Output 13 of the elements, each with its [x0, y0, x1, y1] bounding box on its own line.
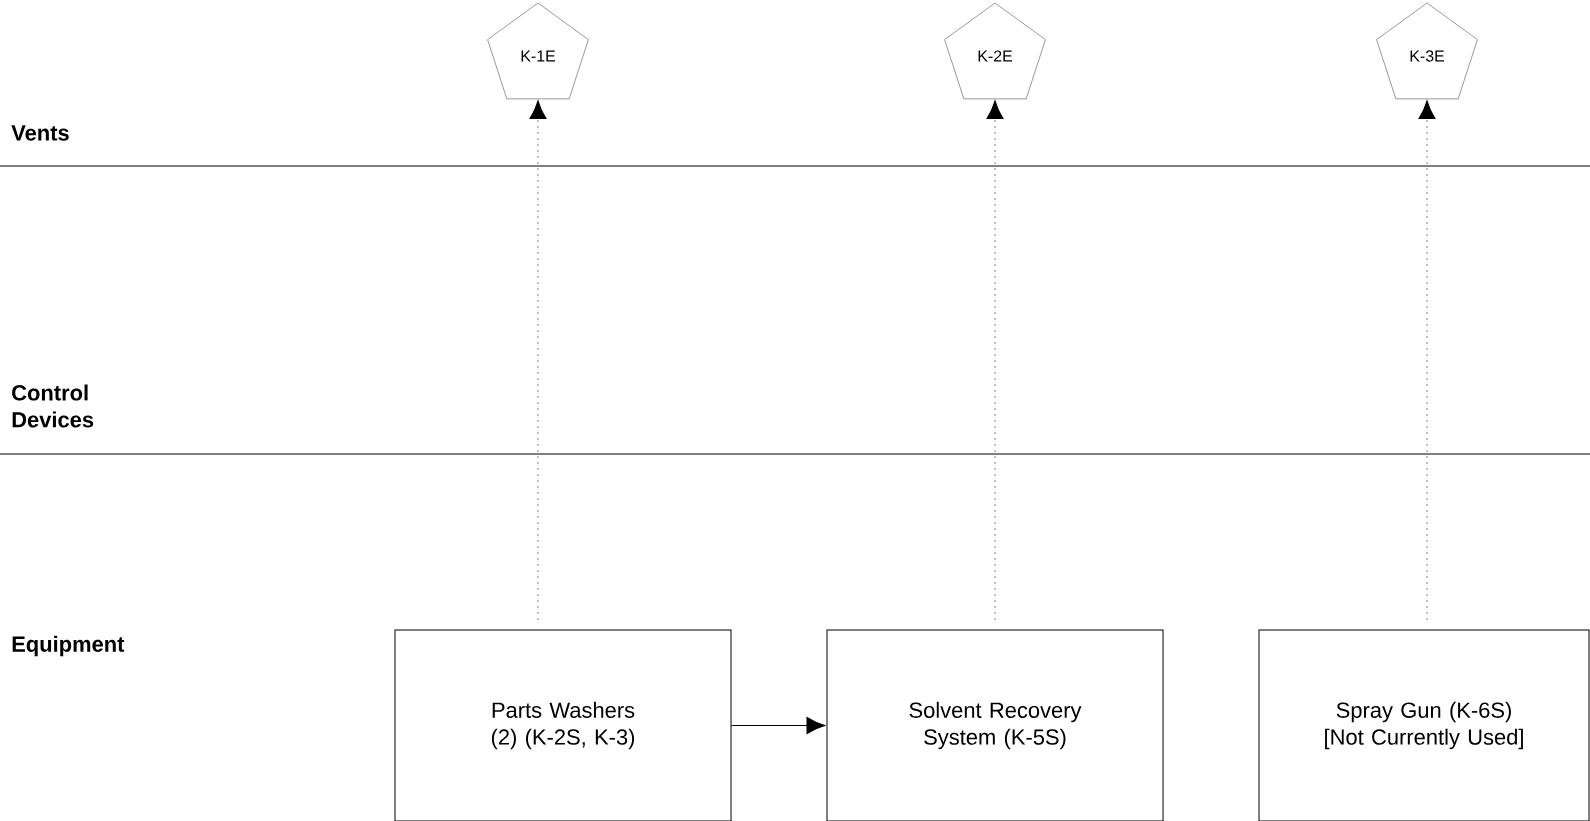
arrow: [529, 100, 547, 620]
vent-pentagon: K-1E: [487, 2, 589, 100]
row-label: Equipment: [12, 635, 125, 657]
row-label: Control Devices: [12, 384, 94, 428]
vent-pentagon: K-3E: [1376, 2, 1478, 100]
arrow: [731, 716, 826, 735]
row-label: Vents: [11, 125, 69, 141]
equipment-box: Spray Gun (K-6S) [Not Currently Used]: [1258, 629, 1590, 821]
vent-pentagon: K-2E: [944, 2, 1046, 100]
arrow: [1418, 100, 1436, 620]
arrow: [986, 100, 1004, 620]
equipment-box: Parts Washers (2) (K-2S, K-3): [394, 629, 732, 821]
equipment-box: Solvent Recovery System (K-5S): [826, 629, 1164, 821]
